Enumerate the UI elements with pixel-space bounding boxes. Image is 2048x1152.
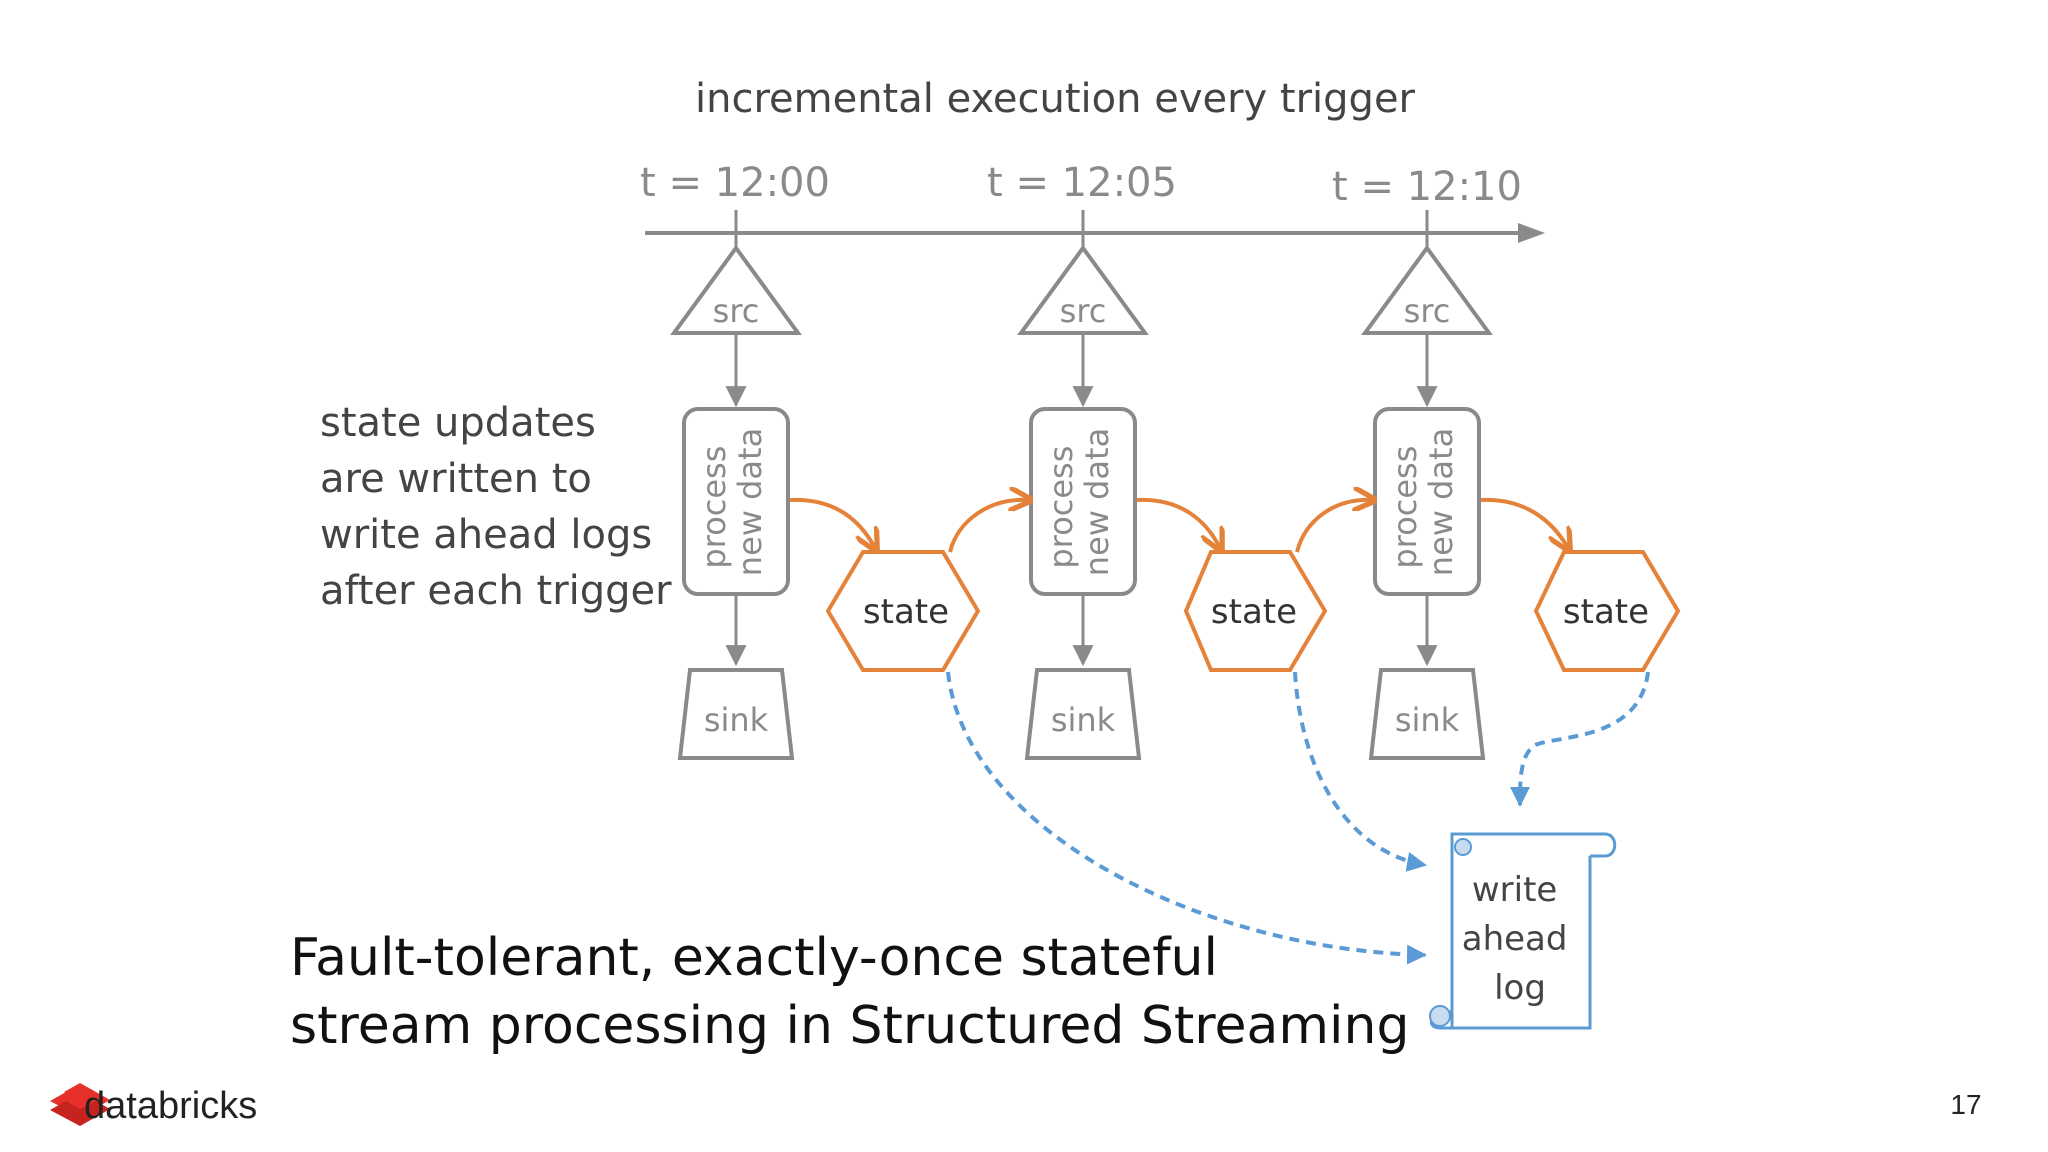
sink-trapezoid [1368,668,1486,760]
side-note-line-3: write ahead logs [320,512,652,558]
page-number: 17 [1950,1089,1981,1120]
process-line-2: new data [1078,428,1116,576]
state2-to-process3-arrow [1295,500,1372,553]
timeline-arrowhead [1518,223,1545,243]
sink-label: sink [704,701,769,739]
wal-label: write ahead log [1462,870,1579,1008]
state-label: state [1211,592,1297,632]
trigger-3: t = 12:10 src process new data sink stat… [1332,164,1681,760]
state-hexagon [825,550,981,672]
state1-to-process2-arrow [948,500,1028,553]
diagram-title: incremental execution every trigger [695,76,1416,122]
process-line-2: new data [731,428,769,576]
databricks-logo: databricks [50,1083,257,1127]
wal-line-3: log [1494,968,1546,1008]
process-line-1: process [695,446,733,569]
process-label: process new data [1386,428,1460,576]
time-label: t = 12:10 [1332,164,1522,210]
process-line-1: process [1042,446,1080,569]
scroll-top-curl [1454,838,1472,856]
headline-line-2: stream processing in Structured Streamin… [290,996,1409,1056]
wal-line-1: write [1472,870,1557,910]
trigger-1: t = 12:00 src process new data sink stat… [640,160,981,760]
process-label: process new data [695,428,769,576]
side-note-line-2: are written to [320,456,592,502]
process-line-1: process [1386,446,1424,569]
state3-to-wal-arrow [1510,671,1650,807]
sink-label: sink [1395,701,1460,739]
state-hexagon [1533,550,1681,672]
side-note-line-1: state updates [320,400,596,446]
process-label: process new data [1042,428,1116,576]
side-note-line-4: after each trigger [320,568,672,614]
state1-to-wal-arrow [946,671,1427,965]
state-hexagon [1183,550,1328,672]
time-label: t = 12:00 [640,160,830,206]
wal-line-2: ahead [1462,919,1568,959]
process1-to-state1-arrow [789,497,875,548]
scroll-bottom-curl [1429,1005,1451,1027]
scroll-top-roll [1452,832,1617,858]
sink-label: sink [1051,701,1116,739]
write-ahead-log-scroll: write ahead log [1429,832,1617,1030]
sink-trapezoid [677,668,795,760]
headline-line-1: Fault-tolerant, exactly-once stateful [290,928,1218,988]
src-label: src [713,292,760,330]
state-label: state [863,592,949,632]
brand-name: databricks [84,1085,257,1127]
databricks-logo-icon [50,1083,110,1126]
headline: Fault-tolerant, exactly-once stateful st… [290,928,1409,1056]
src-label: src [1060,292,1107,330]
sink-trapezoid [1024,668,1142,760]
process2-to-state2-arrow [1136,497,1220,548]
src-label: src [1404,292,1451,330]
time-label: t = 12:05 [987,160,1177,206]
process3-to-state3-arrow [1480,497,1568,548]
trigger-2: t = 12:05 src process new data sink stat… [987,160,1328,760]
process-line-2: new data [1422,428,1460,576]
side-note: state updates are written to write ahead… [320,400,672,614]
state-label: state [1563,592,1649,632]
